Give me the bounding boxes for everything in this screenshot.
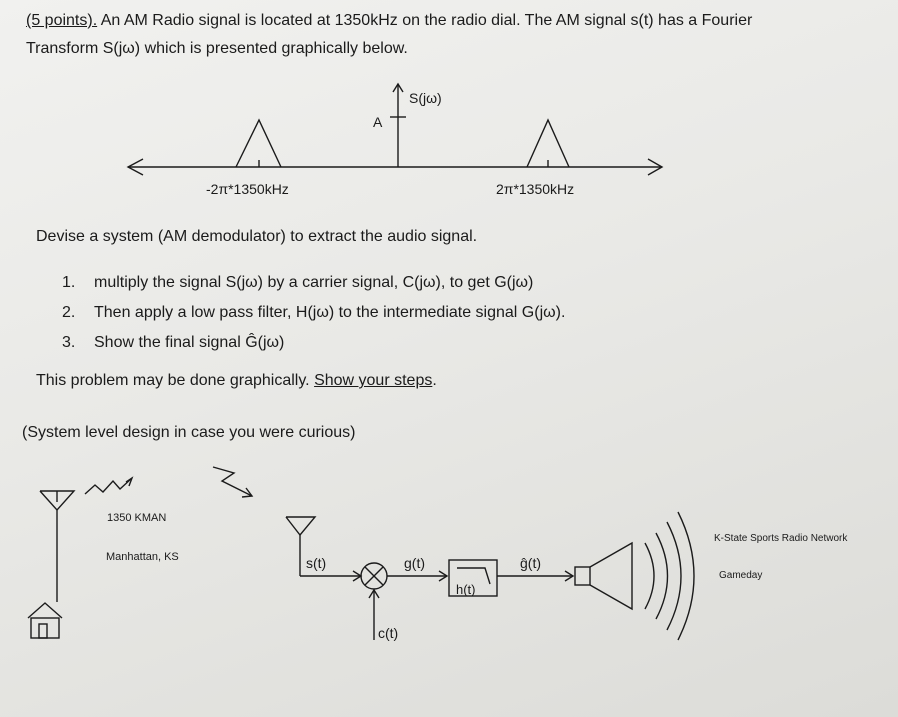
step-text: multiply the signal S(jω) by a carrier s…: [94, 274, 534, 291]
question-text: An AM Radio signal is located at 1350kHz…: [97, 12, 753, 29]
system-note: (System level design in case you were cu…: [22, 424, 356, 441]
radio-wave-icon: [84, 477, 133, 495]
pos-freq-label: 2π*1350kHz: [496, 181, 574, 197]
filter-label: h(t): [456, 582, 476, 597]
output-signal-label: ĝ(t): [520, 555, 541, 571]
network-label: K-State Sports Radio Network: [714, 533, 848, 544]
question-line-2: Transform S(jω) which is presented graph…: [26, 40, 408, 57]
steps-list: 1. multiply the signal S(jω) by a carrier…: [62, 268, 565, 358]
graphical-note-text: This problem may be done graphically.: [36, 372, 315, 389]
carrier-label: c(t): [378, 625, 398, 641]
receive-antenna-icon: [285, 516, 317, 537]
axis-right-arrow: [647, 158, 664, 176]
house-icon: [27, 602, 63, 639]
speaker-icon: [574, 541, 633, 611]
station-label: 1350 KMAN: [107, 512, 166, 524]
step-number: 1.: [62, 274, 76, 291]
axis-up-arrow: [392, 82, 404, 93]
task-intro: Devise a system (AM demodulator) to extr…: [36, 228, 478, 245]
positive-frequency-triangle: [526, 118, 570, 168]
points-label: (5 points).: [26, 12, 98, 29]
amplitude-label: A: [373, 114, 383, 130]
question-line-1: (5 points). An AM Radio signal is locate…: [26, 12, 752, 30]
step-number: 2.: [62, 304, 76, 321]
graphical-note: This problem may be done graphically. Sh…: [36, 372, 437, 390]
list-item: 3. Show the final signal Ĝ(jω): [62, 328, 565, 358]
list-item: 2. Then apply a low pass filter, H(jω) to…: [62, 298, 565, 328]
input-signal-label: s(t): [306, 555, 326, 571]
axis-left-arrow: [126, 158, 144, 176]
step-number: 3.: [62, 334, 76, 351]
lowpass-filter-box: [448, 559, 498, 597]
radio-wave-icon-2: [212, 466, 253, 497]
sound-wave-icon: [644, 542, 655, 610]
step-text: Show the final signal Ĝ(jω): [94, 334, 285, 351]
intermediate-signal-label: g(t): [404, 555, 425, 571]
event-label: Gameday: [719, 570, 762, 581]
location-label: Manhattan, KS: [106, 551, 179, 563]
spectrum-ylabel: S(jω): [409, 90, 442, 106]
graphical-note-end: .: [432, 372, 437, 389]
lowpass-filter-icon: [457, 567, 491, 585]
neg-freq-label: -2π*1350kHz: [206, 181, 289, 197]
list-item: 1. multiply the signal S(jω) by a carrier…: [62, 268, 565, 298]
step-text: Then apply a low pass filter, H(jω) to t…: [94, 304, 566, 321]
show-steps-text: Show your steps: [314, 372, 433, 389]
negative-frequency-triangle: [235, 118, 282, 168]
